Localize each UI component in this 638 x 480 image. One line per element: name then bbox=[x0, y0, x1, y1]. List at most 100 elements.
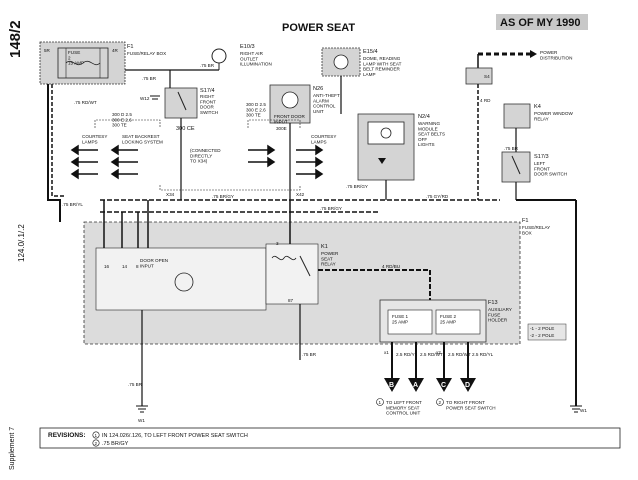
revisions-title: REVISIONS: bbox=[48, 432, 86, 439]
wire-label-w10: 4 RD/BU bbox=[382, 264, 400, 269]
k1-id: K1 bbox=[321, 244, 328, 250]
pin-87: 87 bbox=[288, 298, 294, 303]
wire-label-w1: .75 BR bbox=[200, 63, 215, 68]
wire-label-w15: 2.5 RD/WT bbox=[448, 352, 471, 357]
wire-label-w14: 2.5 RD/WT bbox=[420, 352, 443, 357]
wire-label-w7: .75 BR/GY bbox=[346, 184, 368, 189]
pin-3: 3 bbox=[276, 241, 279, 246]
output-letter-b: B bbox=[389, 382, 394, 389]
connector-w1-left: W1 bbox=[138, 418, 145, 423]
revision-2: .75 BR/GY bbox=[102, 441, 129, 447]
model-300ce-label: 300 CE bbox=[176, 126, 195, 132]
pin-8: 8 bbox=[136, 264, 139, 269]
courtesy-arrows-left bbox=[70, 144, 138, 180]
wire-label-w4: .75 BR/YL bbox=[62, 202, 83, 207]
f1-top-id: F1 bbox=[127, 44, 134, 50]
wire-harness bbox=[47, 69, 577, 406]
output-right-num: 2 bbox=[439, 400, 442, 405]
connector-x1: x1 bbox=[384, 350, 389, 355]
pin-16: 16 bbox=[104, 264, 110, 269]
n2-4-id: N2/4 bbox=[418, 114, 430, 120]
f1-pin-5r: 5R bbox=[44, 48, 51, 53]
f1-pin-4r: 4R bbox=[112, 48, 119, 53]
connector-x34: X34 bbox=[166, 192, 175, 197]
wire-label-w9: 4 RD bbox=[480, 98, 491, 103]
wire-label-w16: 2.5 RD/YL bbox=[472, 352, 494, 357]
wire-label-w11: .75 BR bbox=[128, 382, 143, 387]
wire-label-w17: .75 BR bbox=[504, 146, 519, 151]
wire-label-w13: 2.5 RD/YL bbox=[396, 352, 418, 357]
courtesy-arrows-right bbox=[248, 144, 324, 180]
legend-line1: -1 - 2 POLE bbox=[530, 326, 554, 331]
wire-label-w12: .75 BR bbox=[302, 352, 317, 357]
page-number: 148/2 bbox=[7, 20, 24, 58]
wire-label-w8: .75 GY/RD bbox=[426, 194, 449, 199]
wire-label-w2: .75 BR bbox=[142, 76, 157, 81]
connector-x2: x2 bbox=[436, 350, 441, 355]
output-left-num: 1 bbox=[379, 400, 382, 405]
ground-w1-left bbox=[136, 405, 148, 413]
wire-label-w3: .75 RD/WT bbox=[74, 100, 97, 105]
model-code-label: 124.0/.1/.2 bbox=[17, 224, 26, 262]
output-letter-d: D bbox=[465, 382, 470, 389]
revision-2-num: 2 bbox=[95, 441, 98, 446]
f13-id: F13 bbox=[488, 300, 498, 306]
model-group-300e: 300E bbox=[276, 126, 287, 131]
fuse-s4-label: S4 bbox=[484, 74, 490, 79]
e10-3-id: E10/3 bbox=[240, 44, 255, 50]
wire-label-w5: .75 BR/GY bbox=[212, 194, 234, 199]
connector-w12: W12 bbox=[140, 96, 150, 101]
output-letter-a: A bbox=[413, 382, 418, 389]
k4-id: K4 bbox=[534, 104, 541, 110]
n26-id: N26 bbox=[313, 86, 323, 92]
model-year-badge: AS OF MY 1990 bbox=[500, 17, 581, 29]
e15-4-id: E15/4 bbox=[363, 49, 378, 55]
page-title: POWER SEAT bbox=[282, 22, 355, 34]
connector-x42: X42 bbox=[296, 192, 305, 197]
ground-w1-right bbox=[570, 405, 582, 413]
revision-1-num: 1 bbox=[95, 433, 98, 438]
wire-label-w6: .75 BR/GY bbox=[320, 206, 342, 211]
s17-4-id: S17/4 bbox=[200, 88, 215, 94]
supplement-label: Supplement 7 bbox=[9, 427, 16, 470]
output-letter-c: C bbox=[441, 382, 446, 389]
connector-w1-right: W1 bbox=[580, 408, 587, 413]
revision-1: IN 124.026/.126, TO LEFT FRONT POWER SEA… bbox=[102, 433, 248, 439]
legend-line2: -2 - 2 POLE bbox=[530, 333, 554, 338]
ground-w12 bbox=[150, 95, 160, 100]
